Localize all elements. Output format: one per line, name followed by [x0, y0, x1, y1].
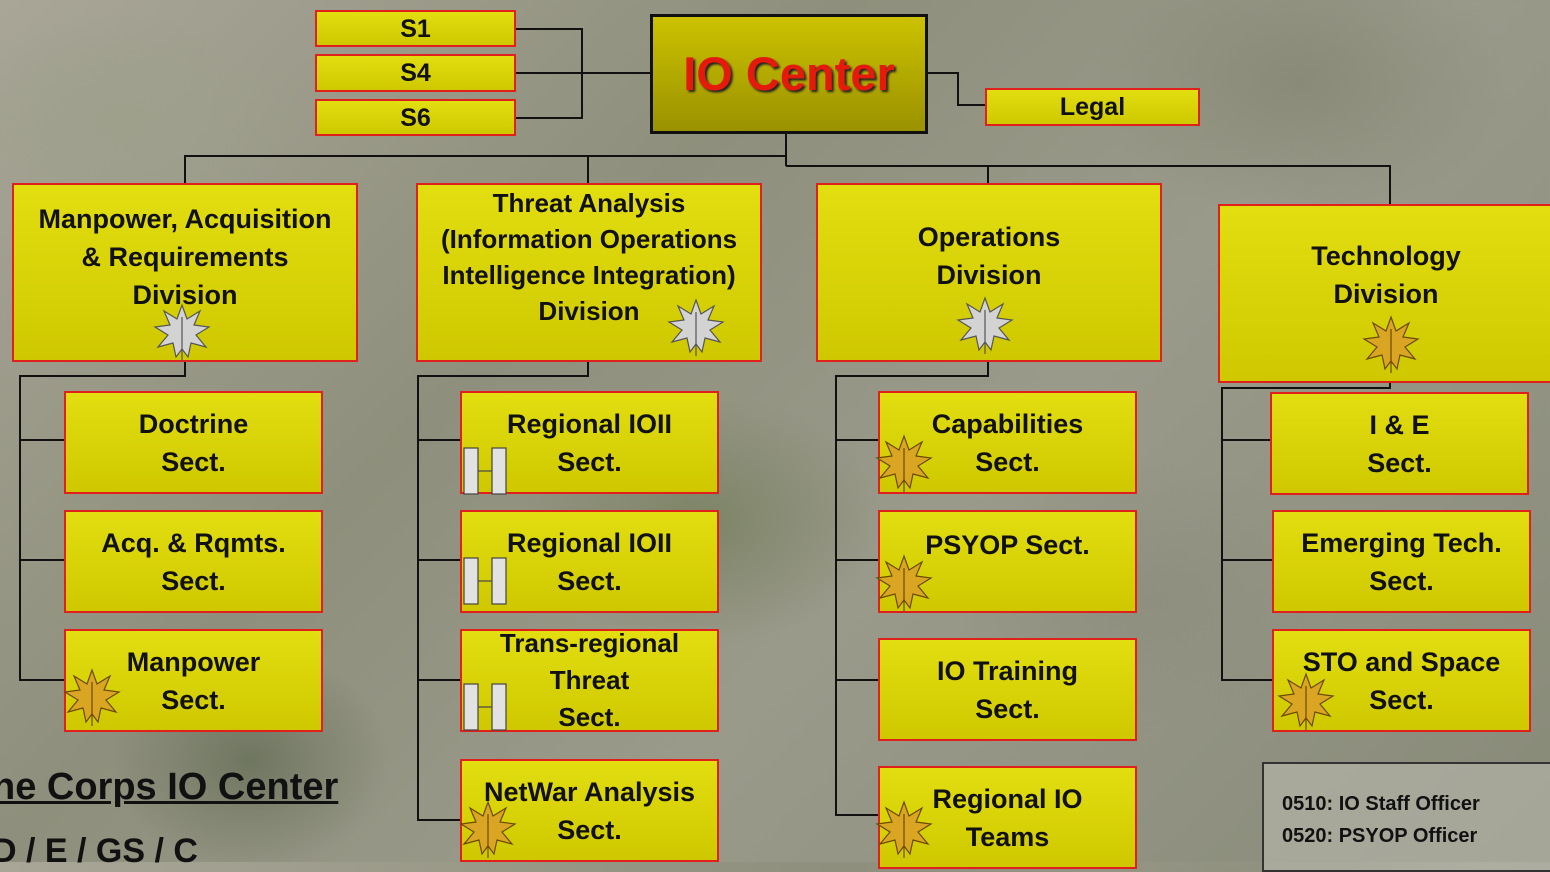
- io-center-title: IO Center: [683, 47, 895, 100]
- threat-division-label: Threat Analysis (Information Operations …: [440, 188, 738, 326]
- sto-space-sect-box[interactable]: STO and Space Sect.: [1272, 629, 1531, 732]
- io-training-sect-box[interactable]: IO Training Sect.: [878, 638, 1137, 741]
- legal-box[interactable]: Legal: [985, 88, 1200, 126]
- acq-rqmts-sect-label: Acq. & Rqmts. Sect.: [101, 527, 286, 596]
- manpower-sect-label: Manpower Sect.: [126, 646, 261, 715]
- emerging-tech-sect-label: Emerging Tech. Sect.: [1301, 527, 1502, 596]
- sto-space-sect-label: STO and Space Sect.: [1302, 646, 1501, 715]
- regional-io-teams-box[interactable]: Regional IO Teams: [878, 766, 1137, 869]
- marq-division-box[interactable]: Manpower, Acquisition & Requirements Div…: [12, 183, 358, 362]
- silver-oak-leaf-icon: [667, 298, 725, 356]
- technology-division-box[interactable]: Technology Division: [1218, 204, 1550, 383]
- captain-bars-icon: [463, 683, 507, 731]
- legend-item-0520: 0520: PSYOP Officer: [1282, 825, 1478, 847]
- acq-rqmts-sect-box[interactable]: Acq. & Rqmts. Sect.: [64, 510, 323, 613]
- gold-oak-leaf-icon: [875, 800, 933, 858]
- gold-oak-leaf-icon: [459, 800, 517, 858]
- trans-regional-threat-sect-label: Trans-regional Threat Sect.: [499, 628, 680, 732]
- technology-division-label: Technology Division: [1311, 241, 1461, 309]
- emblem-icon: [700, 0, 840, 10]
- doctrine-sect-box[interactable]: Doctrine Sect.: [64, 391, 323, 494]
- regional-ioii-sect-1-label: Regional IOII Sect.: [506, 408, 673, 477]
- regional-io-teams-label: Regional IO Teams: [932, 783, 1083, 852]
- silver-oak-leaf-icon: [153, 303, 211, 361]
- regional-ioii-sect-2-label: Regional IOII Sect.: [506, 527, 673, 596]
- ie-sect-box[interactable]: I & E Sect.: [1270, 392, 1529, 495]
- s1-label: S1: [400, 14, 431, 43]
- legal-label: Legal: [1059, 93, 1126, 121]
- gold-oak-leaf-icon: [63, 668, 121, 726]
- gold-oak-leaf-icon: [875, 554, 933, 612]
- netwar-analysis-sect-box[interactable]: NetWar Analysis Sect.: [460, 759, 719, 862]
- capabilities-sect-box[interactable]: Capabilities Sect.: [878, 391, 1137, 494]
- captain-bars-icon: [463, 447, 507, 495]
- mos-legend: 0510: IO Staff Officer 0520: PSYOP Offic…: [1262, 762, 1550, 872]
- s6-box[interactable]: S6: [315, 99, 516, 136]
- io-center-box[interactable]: IO Center: [650, 14, 928, 134]
- legend-item-0510: 0510: IO Staff Officer: [1282, 793, 1480, 815]
- s1-box[interactable]: S1: [315, 10, 516, 47]
- emerging-tech-sect-box[interactable]: Emerging Tech. Sect.: [1272, 510, 1531, 613]
- doctrine-sect-label: Doctrine Sect.: [138, 408, 249, 477]
- page-title: ne Corps IO Center: [0, 766, 339, 808]
- ie-sect-label: I & E Sect.: [1367, 409, 1432, 478]
- s4-label: S4: [400, 59, 431, 87]
- gold-oak-leaf-icon: [1277, 672, 1335, 730]
- operations-division-label: Operations Division: [917, 222, 1061, 290]
- page-subtitle: D / E / GS / C: [0, 832, 198, 870]
- capabilities-sect-label: Capabilities Sect.: [931, 408, 1084, 477]
- gold-oak-leaf-icon: [1362, 315, 1420, 373]
- silver-oak-leaf-icon: [956, 296, 1014, 354]
- netwar-analysis-sect-label: NetWar Analysis Sect.: [483, 776, 696, 845]
- marq-division-label: Manpower, Acquisition & Requirements Div…: [38, 204, 332, 310]
- psyop-sect-label: PSYOP Sect.: [925, 530, 1090, 560]
- s4-box[interactable]: S4: [315, 54, 516, 92]
- captain-bars-icon: [463, 557, 507, 605]
- io-training-sect-label: IO Training Sect.: [936, 655, 1078, 724]
- gold-oak-leaf-icon: [875, 434, 933, 492]
- s6-label: S6: [400, 103, 431, 132]
